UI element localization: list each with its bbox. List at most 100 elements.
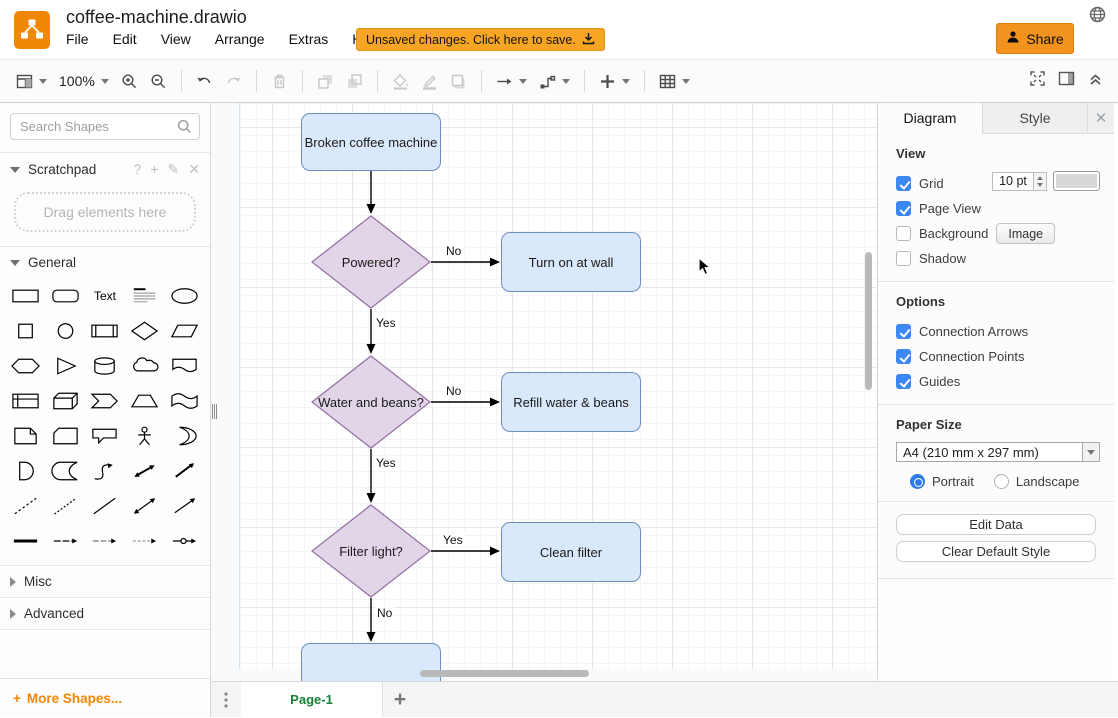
menu-view[interactable]: View [160, 31, 191, 47]
shape-document[interactable] [164, 354, 204, 378]
zoom-level-button[interactable]: 100% [53, 69, 115, 93]
shape-step[interactable] [85, 389, 125, 413]
pages-menu-icon[interactable] [211, 682, 241, 717]
orientation-portrait[interactable]: Portrait [910, 474, 974, 489]
shape-cloud[interactable] [125, 354, 165, 378]
shape-tape[interactable] [164, 389, 204, 413]
shape-actor[interactable] [125, 424, 165, 448]
edit-data-button[interactable]: Edit Data [896, 514, 1096, 535]
shape-callout[interactable] [85, 424, 125, 448]
background-checkbox[interactable] [896, 226, 911, 241]
scratchpad-dropzone[interactable]: Drag elements here [14, 192, 196, 232]
flow-node-turn[interactable]: Turn on at wall [501, 232, 641, 292]
shape-rectangle[interactable] [6, 284, 46, 308]
menu-arrange[interactable]: Arrange [214, 31, 265, 47]
grid-size-input[interactable]: 10 pt [992, 171, 1034, 191]
shape-diamond[interactable] [125, 319, 165, 343]
shape-labeled-arrow[interactable] [164, 529, 204, 553]
shape-arrow[interactable] [164, 459, 204, 483]
shape-dotted-line[interactable] [46, 494, 86, 518]
connection-button[interactable] [490, 69, 533, 94]
shape-internal-storage[interactable] [6, 389, 46, 413]
flow-node-d2[interactable]: Water and beans? [310, 355, 432, 449]
flow-node-d3[interactable]: Filter light? [310, 504, 432, 598]
shape-card[interactable] [46, 424, 86, 448]
section-misc[interactable]: Misc [0, 566, 210, 597]
grid-size-stepper[interactable] [1034, 171, 1047, 191]
horizontal-scrollbar[interactable] [420, 670, 589, 677]
shape-and[interactable] [6, 459, 46, 483]
language-globe-icon[interactable] [1089, 6, 1106, 28]
shape-square[interactable] [6, 319, 46, 343]
shape-link[interactable] [6, 529, 46, 553]
scratchpad-close-icon[interactable]: ✕ [188, 161, 200, 177]
paper-size-select[interactable]: A4 (210 mm x 297 mm) [896, 442, 1100, 462]
shape-trapezoid[interactable] [125, 389, 165, 413]
shape-dashed-arrow[interactable] [125, 529, 165, 553]
shape-cylinder[interactable] [85, 354, 125, 378]
shape-curve[interactable] [85, 459, 125, 483]
section-general[interactable]: General [0, 247, 210, 278]
shape-rounded-rectangle[interactable] [46, 284, 86, 308]
shape-or[interactable] [164, 424, 204, 448]
tab-style[interactable]: Style [983, 103, 1088, 133]
clear-default-style-button[interactable]: Clear Default Style [896, 541, 1096, 562]
tab-diagram[interactable]: Diagram [878, 103, 983, 134]
section-advanced[interactable]: Advanced [0, 598, 210, 629]
shape-dashed-line[interactable] [6, 494, 46, 518]
undo-button[interactable] [190, 69, 219, 94]
shape-textbox[interactable] [125, 284, 165, 308]
shape-line[interactable] [85, 494, 125, 518]
shape-simple-arrow[interactable] [85, 529, 125, 553]
scratchpad-help-icon[interactable]: ? [133, 161, 142, 177]
connection-arrows-checkbox[interactable] [896, 324, 911, 339]
sidebar-resize-handle[interactable] [212, 404, 218, 419]
shape-process[interactable] [85, 319, 125, 343]
collapse-button[interactable] [1087, 70, 1104, 92]
more-shapes-button[interactable]: + More Shapes... [0, 678, 210, 717]
zoom-out-button[interactable] [144, 69, 173, 94]
share-button[interactable]: Share [996, 23, 1074, 54]
scratchpad-edit-icon[interactable]: ✎ [167, 161, 180, 177]
shape-text[interactable]: Text [93, 289, 116, 303]
shape-arrow-link[interactable] [46, 529, 86, 553]
shadow-checkbox[interactable] [896, 251, 911, 266]
shape-bidirectional-arrow[interactable] [125, 459, 165, 483]
shape-note[interactable] [6, 424, 46, 448]
grid-color-swatch[interactable] [1053, 171, 1100, 191]
add-page-button[interactable]: + [393, 687, 407, 711]
page-view-checkbox[interactable] [896, 201, 911, 216]
menu-edit[interactable]: Edit [112, 31, 137, 47]
shape-circle[interactable] [46, 319, 86, 343]
landscape-radio[interactable] [993, 474, 1009, 489]
close-panel-icon[interactable]: ✕ [1094, 110, 1108, 127]
shape-data-storage[interactable] [46, 459, 86, 483]
shape-directional-connector[interactable] [164, 494, 204, 518]
unsaved-changes-banner[interactable]: Unsaved changes. Click here to save. [356, 28, 605, 51]
menu-file[interactable]: File [66, 31, 89, 47]
portrait-radio[interactable] [910, 474, 925, 489]
flow-node-end[interactable] [301, 643, 441, 682]
view-layout-button[interactable] [10, 69, 53, 94]
menu-extras[interactable]: Extras [288, 31, 329, 47]
flow-node-clean[interactable]: Clean filter [501, 522, 641, 582]
waypoints-button[interactable] [533, 69, 576, 94]
scratchpad-header[interactable]: Scratchpad ? + ✎ ✕ [0, 153, 210, 186]
page-tab[interactable]: Page-1 [241, 682, 383, 717]
background-image-button[interactable]: Image [996, 223, 1056, 244]
zoom-in-button[interactable] [115, 69, 144, 94]
fullscreen-button[interactable] [1029, 70, 1046, 92]
search-shapes-input[interactable] [10, 113, 200, 140]
format-panel-button[interactable] [1058, 70, 1075, 92]
table-button[interactable] [653, 69, 696, 94]
guides-checkbox[interactable] [896, 374, 911, 389]
shape-cube[interactable] [46, 389, 86, 413]
shape-parallelogram[interactable] [164, 319, 204, 343]
connection-points-checkbox[interactable] [896, 349, 911, 364]
flow-node-refill[interactable]: Refill water & beans [501, 372, 641, 432]
shape-triangle[interactable] [46, 354, 86, 378]
scratchpad-add-icon[interactable]: + [150, 161, 159, 177]
shape-bidirectional-connector[interactable] [125, 494, 165, 518]
flow-node-d1[interactable]: Powered? [310, 215, 432, 309]
